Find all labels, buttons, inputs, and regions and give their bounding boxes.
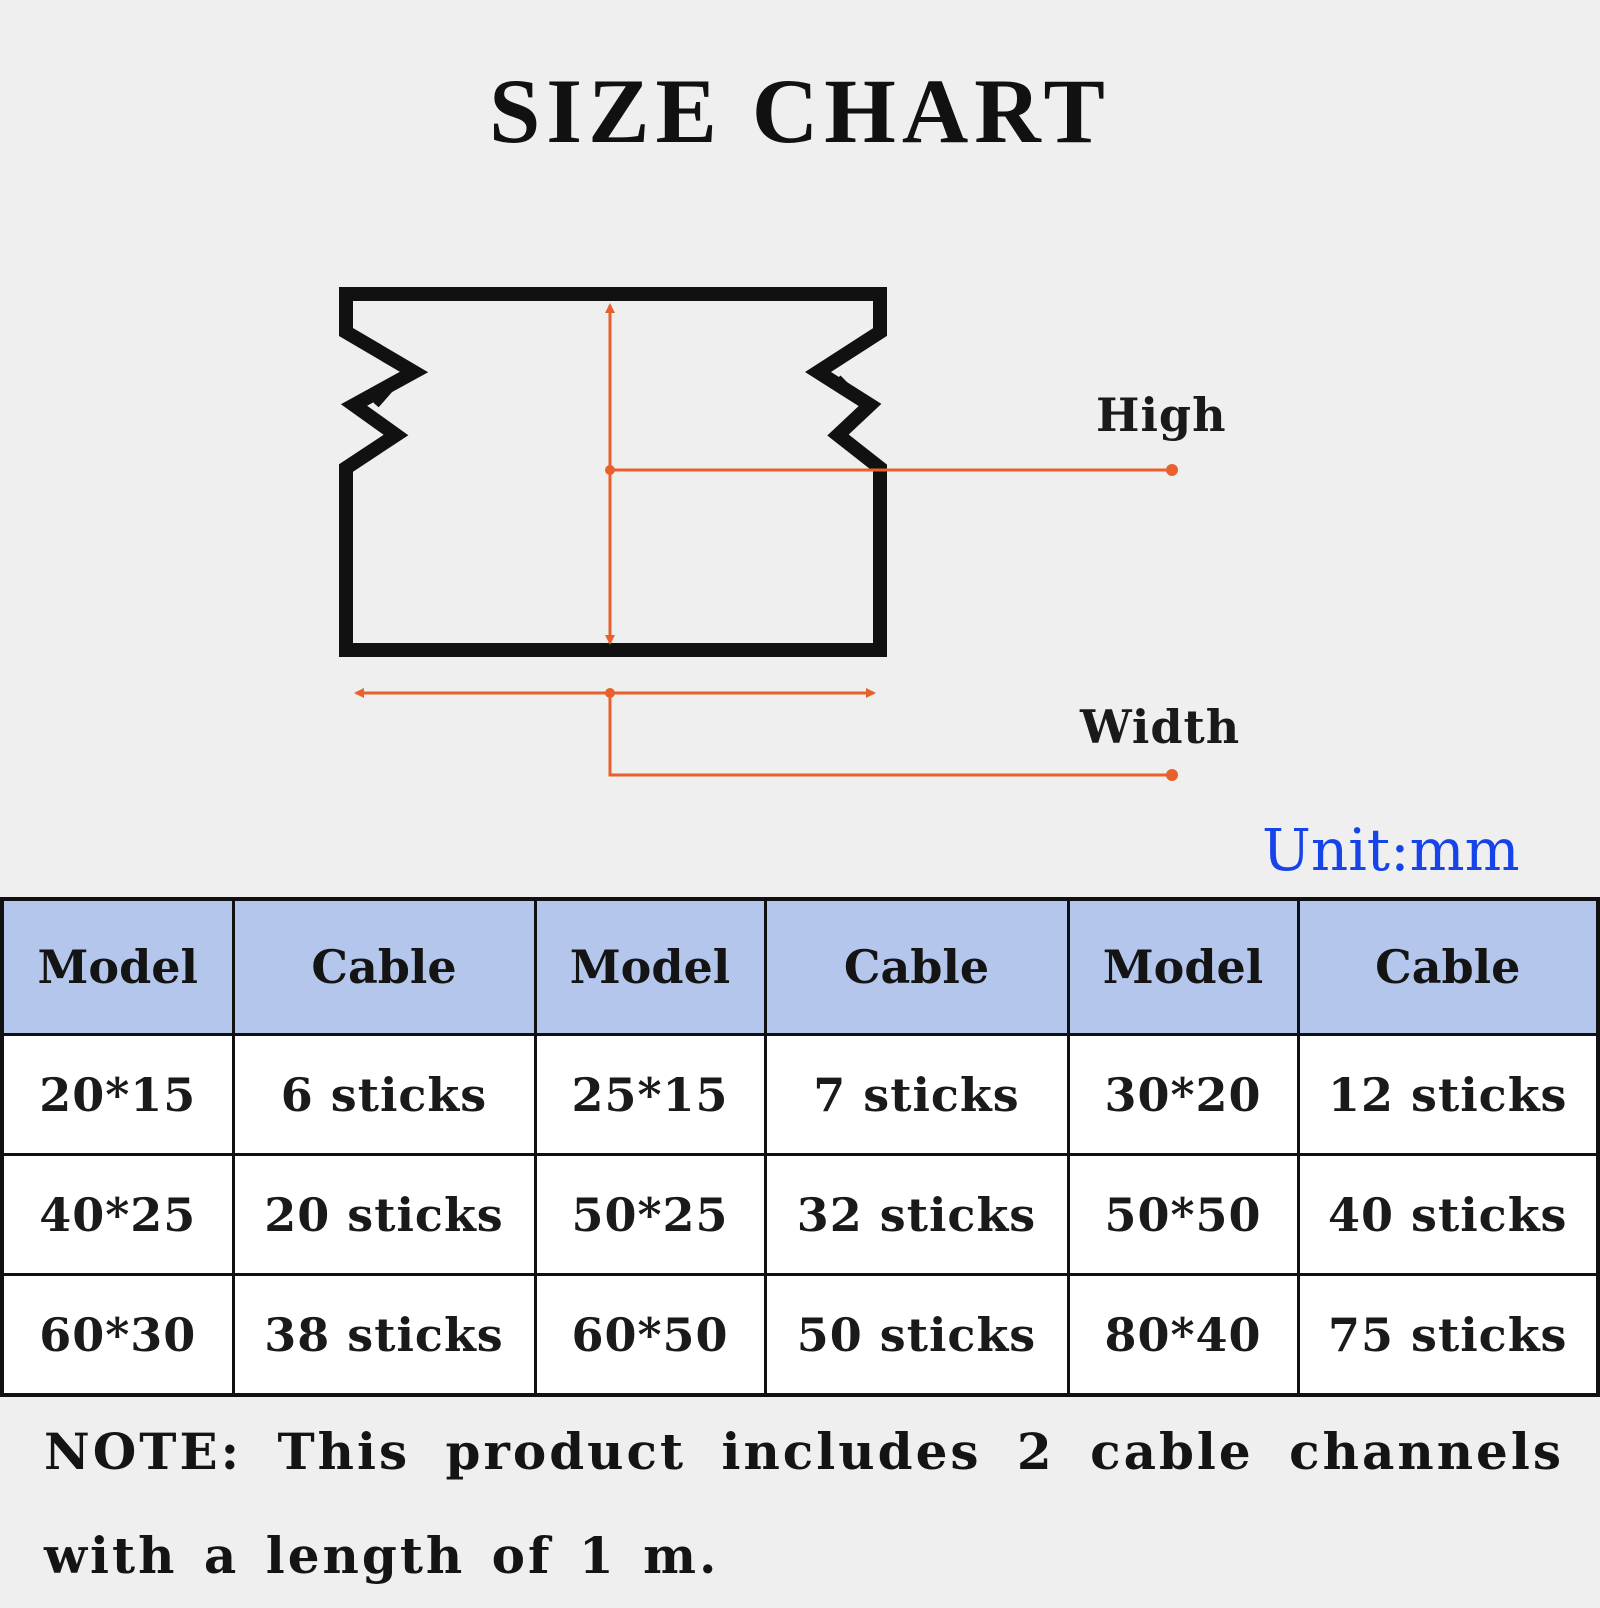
header-cable: Cable: [763, 897, 1070, 1036]
model-cell: 30*20: [1066, 1033, 1300, 1156]
left-notch-detail: [373, 377, 401, 408]
page-title: SIZE CHART: [489, 60, 1111, 162]
cable-cell: 12 sticks: [1296, 1033, 1600, 1156]
header-model: Model: [1066, 897, 1300, 1036]
width-leader-line: [608, 693, 1172, 777]
model-cell: 20*15: [0, 1033, 235, 1156]
size-table: Model Cable Model Cable Model Cable 20*1…: [0, 897, 1600, 1397]
cable-cell: 38 sticks: [231, 1273, 537, 1397]
table-row: 40*25 20 sticks 50*25 32 sticks 50*50 40…: [0, 1153, 1600, 1276]
cable-cell: 20 sticks: [231, 1153, 537, 1276]
cable-cell: 75 sticks: [1296, 1273, 1600, 1397]
cable-cell: 32 sticks: [763, 1153, 1070, 1276]
cable-channel-diagram: [339, 287, 1178, 781]
product-note: NOTE: This product includes 2 cable chan…: [44, 1422, 1564, 1585]
model-cell: 50*50: [1066, 1153, 1300, 1276]
cable-cell: 6 sticks: [231, 1033, 537, 1156]
table-row: 20*15 6 sticks 25*15 7 sticks 30*20 12 s…: [0, 1033, 1600, 1156]
model-cell: 50*25: [533, 1153, 767, 1276]
header-cable: Cable: [1296, 897, 1600, 1036]
high-leader-dot: [605, 465, 615, 475]
cable-cell: 7 sticks: [763, 1033, 1070, 1156]
model-cell: 60*30: [0, 1273, 235, 1397]
width-label: Width: [1080, 700, 1241, 754]
header-cable: Cable: [231, 897, 537, 1036]
model-cell: 60*50: [533, 1273, 767, 1397]
unit-label: Unit:mm: [1262, 816, 1520, 884]
high-label: High: [1096, 388, 1227, 442]
model-cell: 40*25: [0, 1153, 235, 1276]
high-leader-end-dot: [1166, 464, 1178, 476]
right-notch-detail: [835, 375, 863, 403]
table-header-row: Model Cable Model Cable Model Cable: [0, 897, 1600, 1036]
header-model: Model: [533, 897, 767, 1036]
model-cell: 25*15: [533, 1033, 767, 1156]
model-cell: 80*40: [1066, 1273, 1300, 1397]
cable-cell: 40 sticks: [1296, 1153, 1600, 1276]
width-leader-dot: [605, 688, 615, 698]
cable-cell: 50 sticks: [763, 1273, 1070, 1397]
header-model: Model: [0, 897, 235, 1036]
width-leader-end-dot: [1166, 769, 1178, 781]
table-row: 60*30 38 sticks 60*50 50 sticks 80*40 75…: [0, 1273, 1600, 1397]
